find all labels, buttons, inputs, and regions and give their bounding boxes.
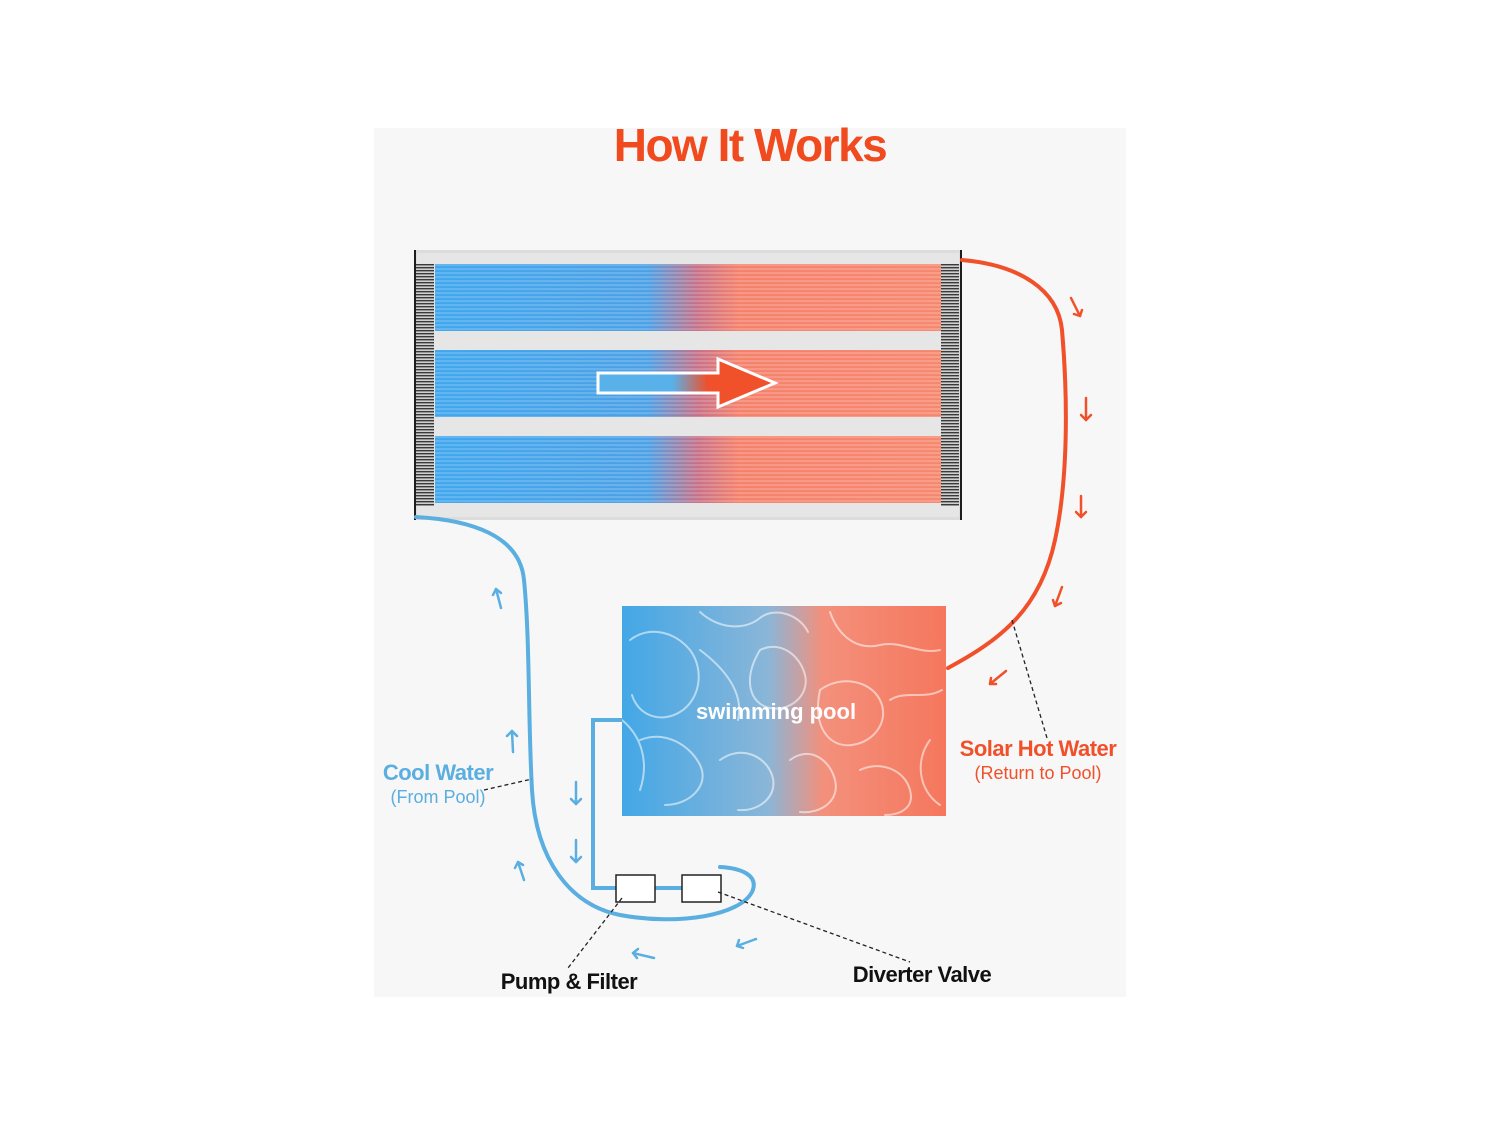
leader-lines [483, 619, 1048, 969]
right-manifold-lines [941, 264, 959, 506]
hot-water-sub-label: (Return to Pool) [974, 763, 1101, 783]
hot-direction-arrows [988, 296, 1093, 686]
cool-direction-arrows [491, 587, 758, 960]
pool-caustics [621, 611, 943, 816]
small-arrow-icon [1074, 494, 1088, 519]
solar-panel [414, 250, 962, 520]
right-arrow-icon [596, 356, 779, 410]
pool-water [622, 606, 946, 816]
tube-row-1-lines [435, 264, 941, 331]
cool-water-sub-label: (From Pool) [390, 787, 485, 807]
swimming-pool: swimming pool [621, 606, 946, 816]
cool-water-leader [483, 778, 533, 791]
small-arrow-icon [505, 729, 519, 754]
cool-water-label: Cool Water [383, 760, 494, 785]
small-arrow-icon [569, 838, 583, 864]
pump-filter-label: Pump & Filter [501, 969, 638, 994]
cool-water-pipe [414, 515, 756, 922]
pool-label: swimming pool [696, 699, 856, 724]
small-arrow-icon [1069, 296, 1084, 318]
small-arrow-icon [1051, 585, 1064, 608]
small-arrow-icon [988, 669, 1008, 686]
diverter-valve-box [681, 874, 722, 903]
hot-water-pipe [946, 258, 1068, 670]
page-title: How It Works [614, 119, 887, 171]
left-manifold-lines [416, 264, 434, 506]
diverter-valve-label: Diverter Valve [853, 962, 992, 987]
small-arrow-icon [631, 947, 656, 960]
diverter-valve-leader [717, 891, 911, 963]
small-arrow-icon [491, 587, 503, 610]
tube-row-3-lines [435, 436, 941, 503]
pump-filter-box [615, 874, 656, 903]
pool-outlet-pipe [591, 718, 622, 890]
pump-filter-leader [567, 897, 623, 969]
small-arrow-icon [569, 780, 583, 806]
small-arrow-icon [1079, 396, 1093, 422]
hot-water-label: Solar Hot Water [960, 736, 1118, 761]
small-arrow-icon [735, 937, 758, 950]
small-arrow-icon [513, 860, 526, 882]
hot-water-leader [1011, 619, 1048, 739]
